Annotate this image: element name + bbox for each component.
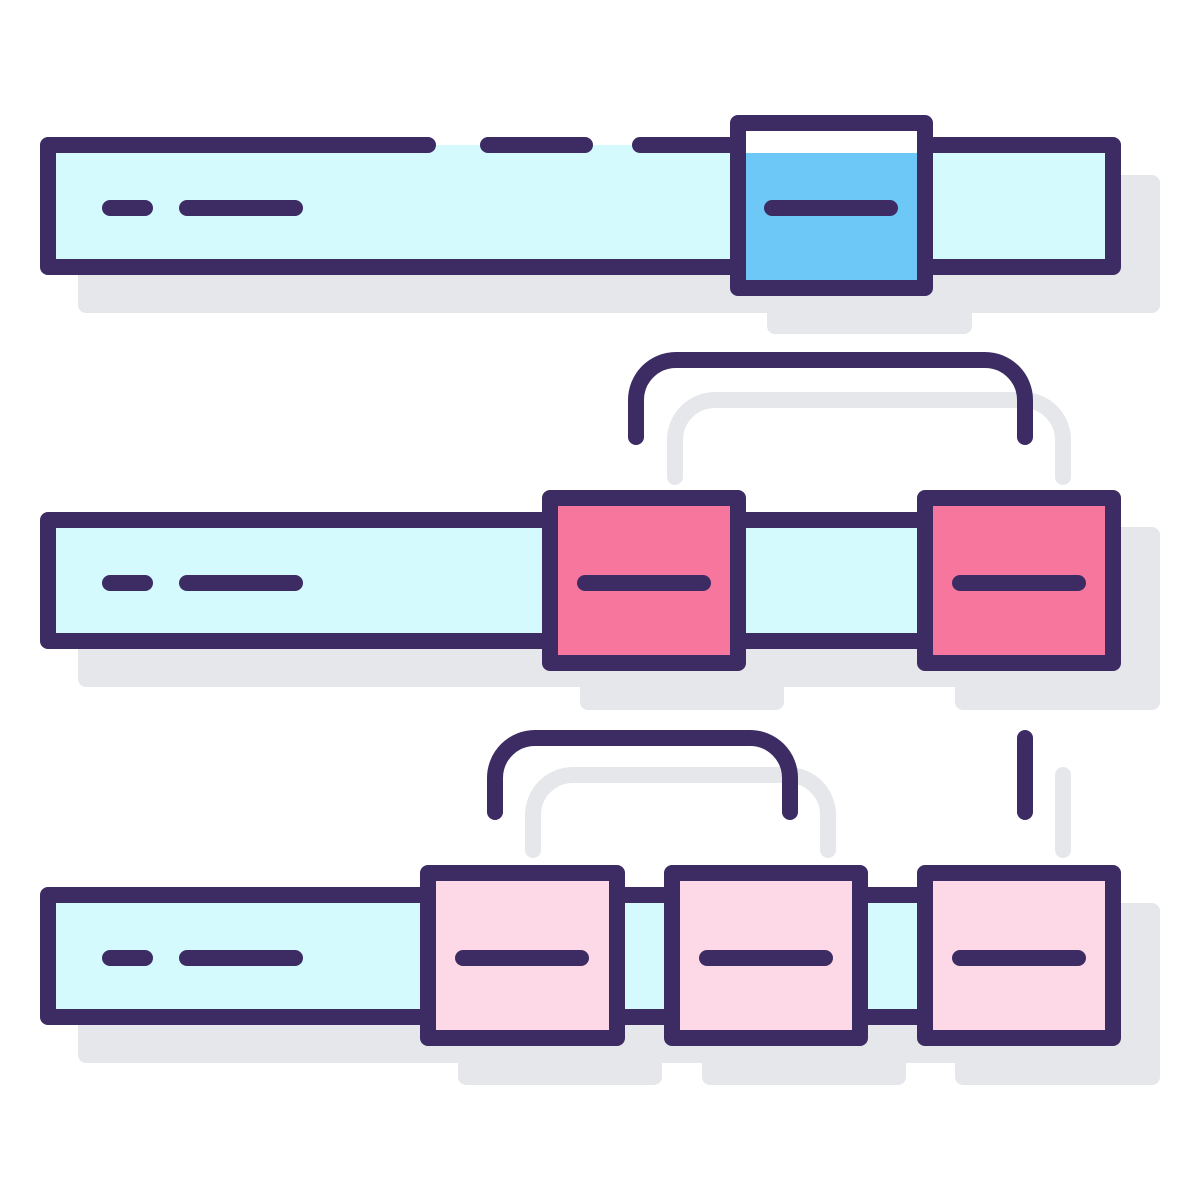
- row-3-bracket-shadow: [525, 767, 836, 858]
- row-2: [40, 352, 1121, 671]
- row-3-box-1-shadow: [458, 1035, 662, 1085]
- row-3-box-2-shadow: [702, 1035, 906, 1085]
- row-1-selected-box-outline: [730, 115, 933, 296]
- row-2-bracket-shadow: [667, 392, 1071, 485]
- row-1: [40, 115, 1121, 296]
- row-2-box-1-shadow: [580, 660, 784, 710]
- row-2-bracket: [628, 352, 1033, 445]
- row-1-selected-box-highlight: [746, 131, 917, 153]
- row-2-box-2-shadow: [955, 660, 1160, 710]
- row-3-box-3-shadow: [955, 1035, 1160, 1085]
- row-3: [40, 730, 1121, 1046]
- row-1-box-shadow: [767, 290, 972, 334]
- row-3-bracket: [487, 730, 798, 820]
- row-1-track-outline: [40, 137, 1121, 275]
